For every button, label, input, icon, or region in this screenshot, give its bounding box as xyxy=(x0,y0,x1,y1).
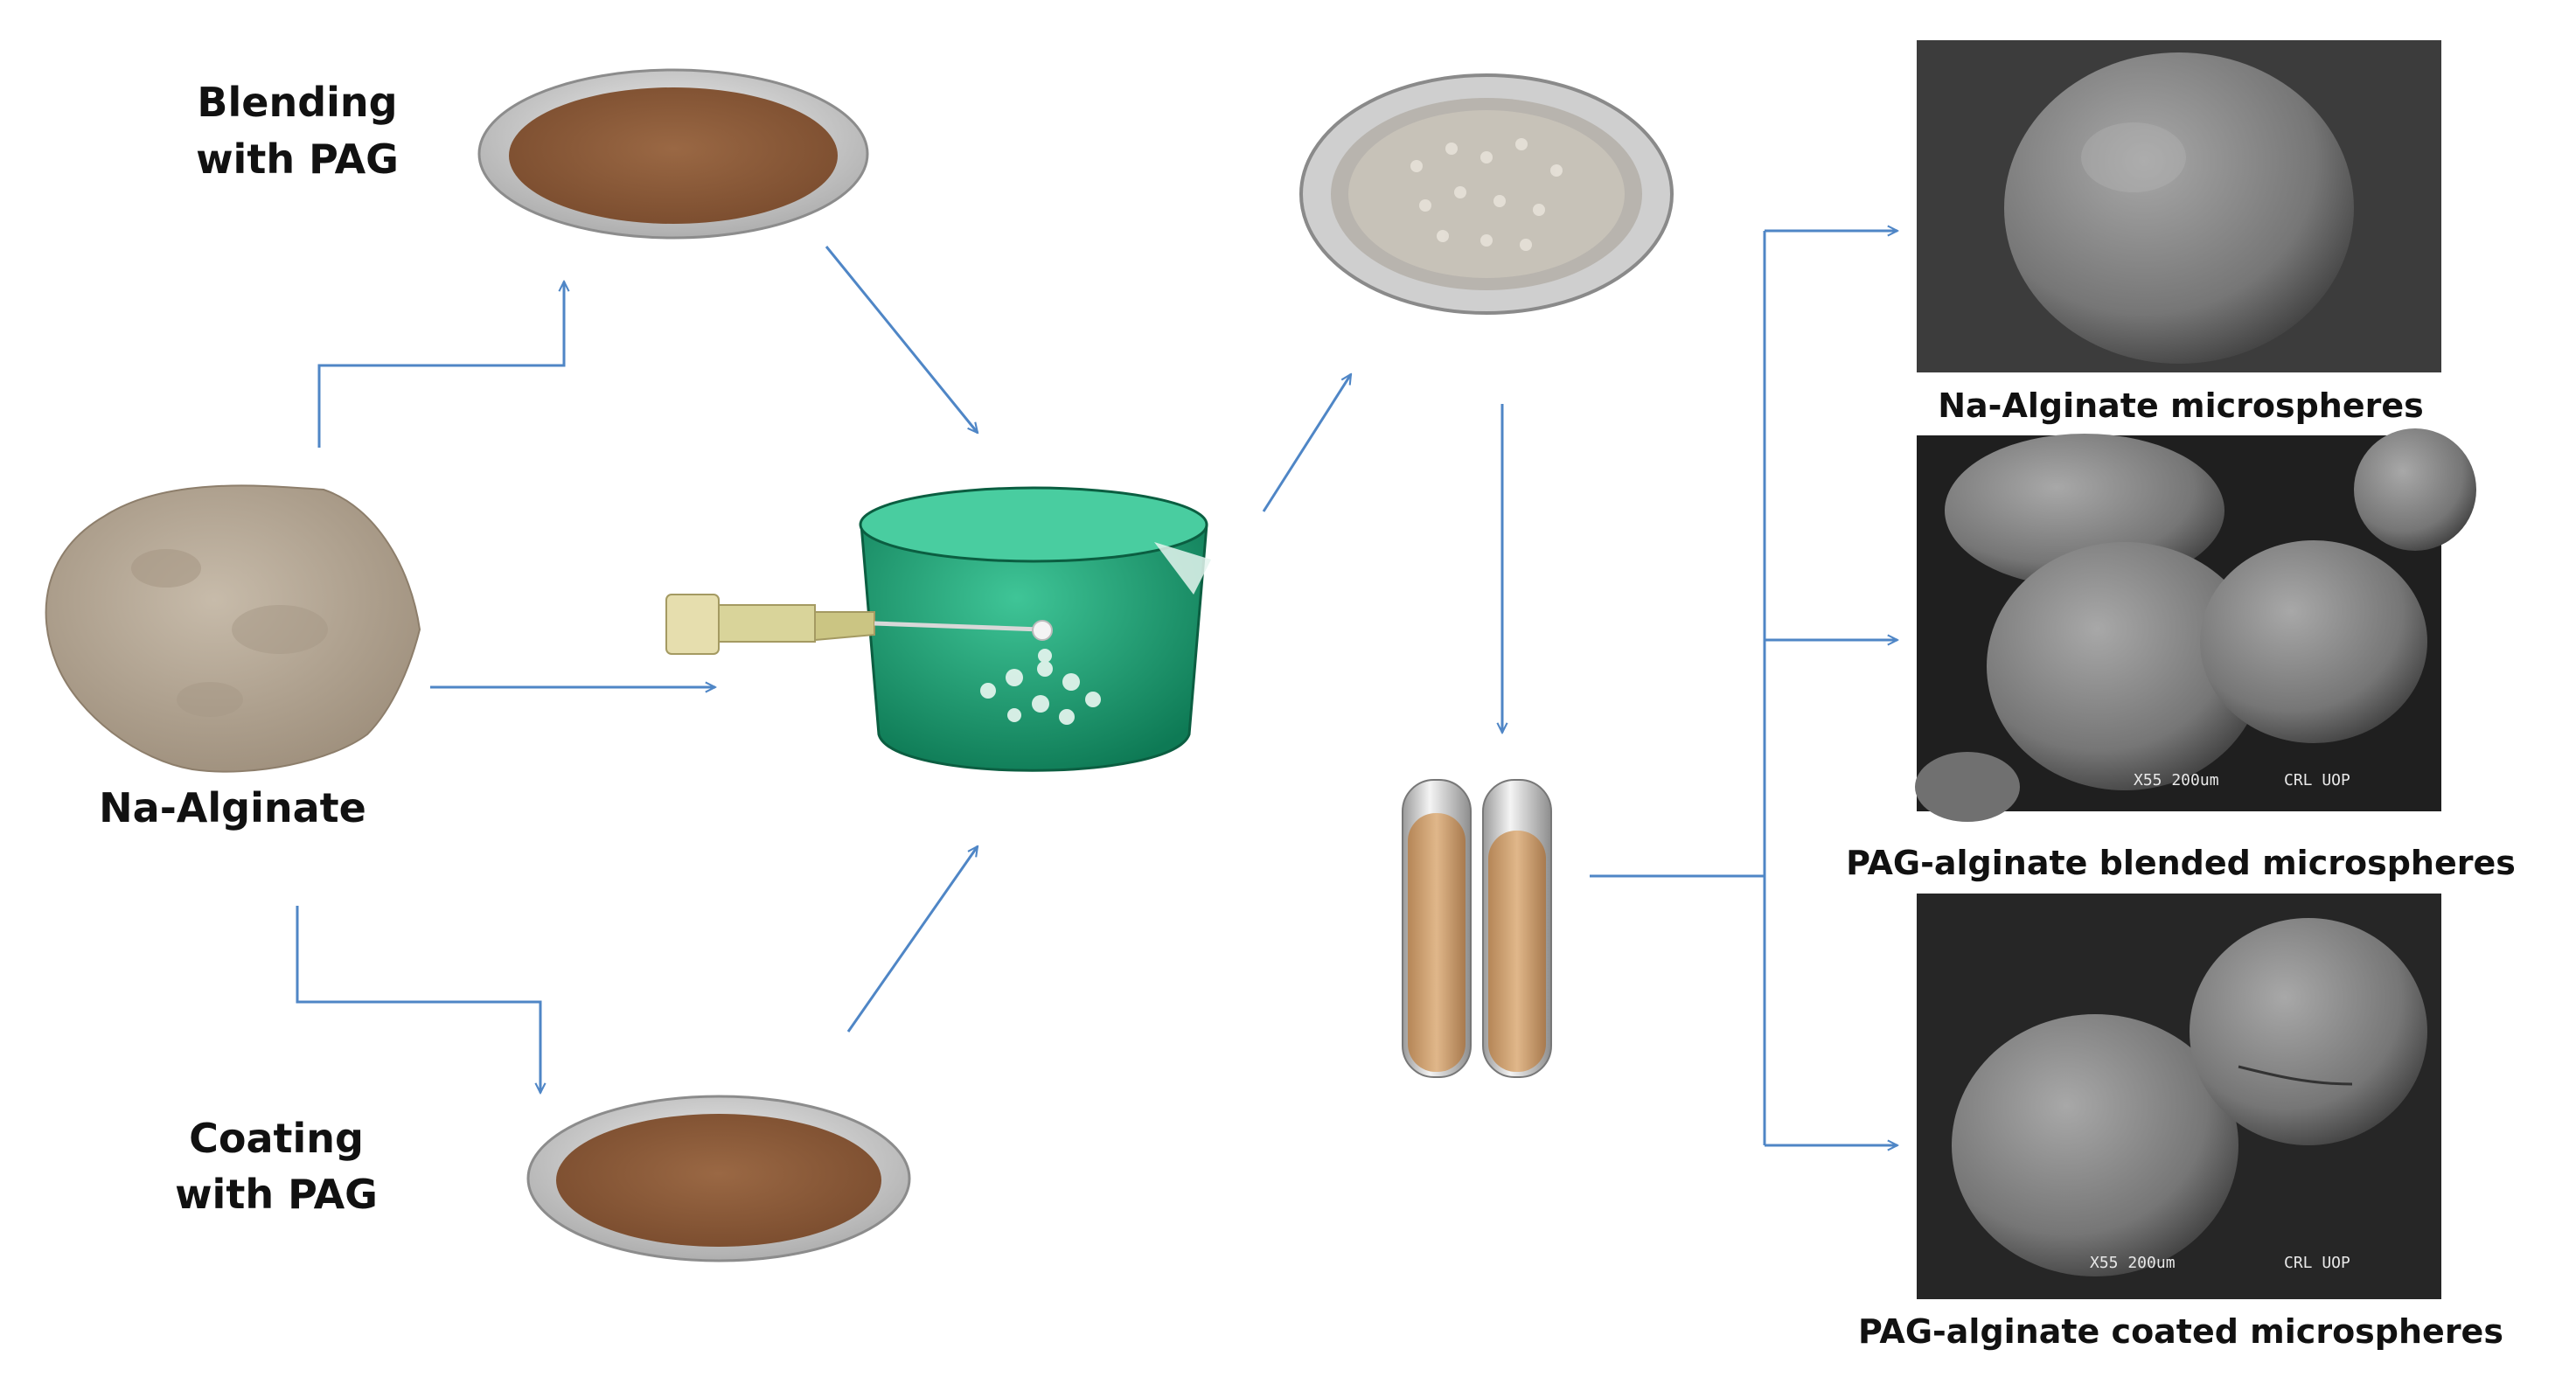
blending-label-line2: with PAG xyxy=(196,136,399,183)
arrow-to-coating xyxy=(296,906,540,1093)
sem-lab-text-3: CRL UOP xyxy=(2284,1254,2350,1272)
coating-pag-dish xyxy=(526,1095,911,1262)
sem-caption-coated: PAG-alginate coated microspheres xyxy=(1858,1312,2503,1351)
sem-image-na-alginate xyxy=(1917,40,2441,372)
gelation-beaker xyxy=(859,486,1211,772)
blending-label-line1: Blending xyxy=(197,79,397,126)
arrow-to-blending xyxy=(317,282,564,448)
test-tubes xyxy=(1402,779,1552,1078)
sem-caption-na-alginate: Na-Alginate microspheres xyxy=(1938,386,2424,425)
microspheres-dish xyxy=(1299,73,1674,315)
sem-scale-text-3: X55 200um xyxy=(2090,1254,2176,1272)
sem-lab-text-2: CRL UOP xyxy=(2284,771,2350,789)
arrow-beaker-to-dish xyxy=(1262,374,1353,512)
flow-arrows xyxy=(296,231,1897,1145)
coating-label-line2: with PAG xyxy=(175,1171,378,1218)
coating-label-line1: Coating xyxy=(189,1115,364,1162)
na-alginate-powder xyxy=(45,484,421,773)
syringe xyxy=(665,594,1053,655)
blending-pag-dish xyxy=(477,68,869,240)
sem-scale-text-2: X55 200um xyxy=(2134,771,2219,789)
sem-caption-blended: PAG-alginate blended microspheres xyxy=(1846,844,2516,882)
na-alginate-label: Na-Alginate xyxy=(99,784,366,831)
arrow-coat-to-beaker xyxy=(846,846,978,1033)
sem-image-blended: X55 200um CRL UOP xyxy=(1915,428,2476,822)
arrow-blend-to-beaker xyxy=(825,246,978,433)
sem-image-coated: X55 200um CRL UOP xyxy=(1917,894,2441,1299)
